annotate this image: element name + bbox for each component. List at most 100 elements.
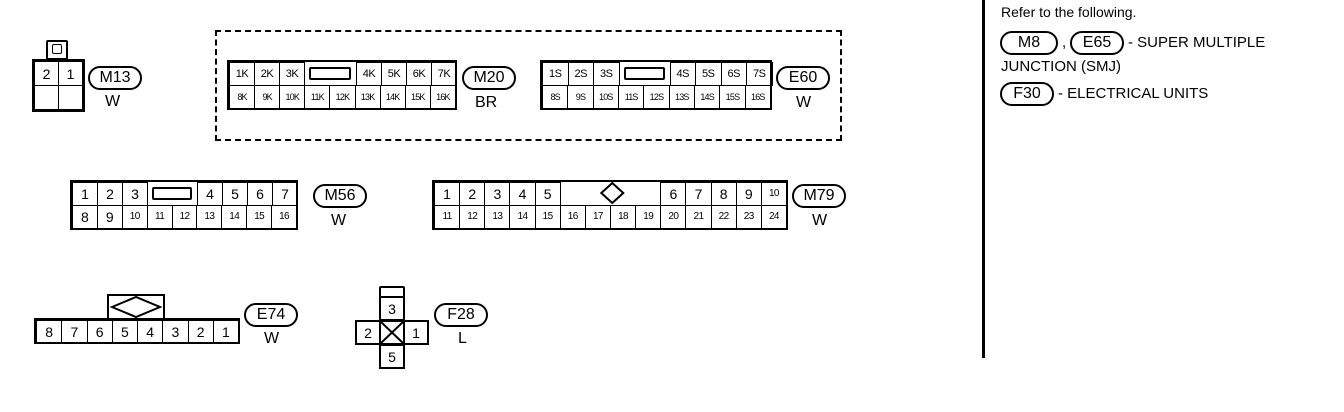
m20-id-badge: M20 bbox=[462, 66, 516, 90]
e60-pin: 16S bbox=[744, 85, 771, 109]
m79-pin: 13 bbox=[484, 205, 511, 229]
m56-pin: 1 bbox=[72, 182, 98, 206]
m20-pin: 4K bbox=[356, 62, 382, 86]
m56-pin: 10 bbox=[121, 205, 148, 229]
f28-pin-5: 5 bbox=[379, 344, 405, 369]
m20-pin: 12K bbox=[329, 85, 356, 109]
m79-pin: 5 bbox=[534, 182, 561, 206]
e60-lock bbox=[623, 67, 665, 80]
e74-pin: 6 bbox=[86, 320, 113, 343]
e74-pin: 8 bbox=[36, 320, 63, 343]
m13-pin-1: 1 bbox=[58, 61, 83, 86]
f28-pin-3: 3 bbox=[379, 296, 405, 321]
e60-pin: 12S bbox=[643, 85, 670, 109]
e60-pin: 1S bbox=[542, 62, 569, 86]
e74-color: W bbox=[264, 330, 280, 347]
m79-pin: 8 bbox=[710, 182, 737, 206]
m56-lock bbox=[152, 187, 192, 200]
m20-pin: 6K bbox=[406, 62, 432, 86]
f28-id-badge: F28 bbox=[434, 303, 488, 327]
m20-pin: 10K bbox=[279, 85, 306, 109]
f28-center-x bbox=[379, 320, 405, 345]
e60-pin: 4S bbox=[669, 62, 696, 86]
m79-pin: 10 bbox=[760, 182, 787, 206]
e74-lock-diamond bbox=[107, 294, 165, 320]
notes-ref-f30: F30 bbox=[1000, 82, 1054, 106]
m79-pin: 16 bbox=[559, 205, 586, 229]
m79-pin: 22 bbox=[710, 205, 737, 229]
m56-pin: 8 bbox=[72, 205, 98, 229]
m56-pin: 4 bbox=[197, 182, 223, 206]
e60-id-badge: E60 bbox=[776, 66, 830, 90]
m56-pin: 15 bbox=[246, 205, 273, 229]
m79-pin: 3 bbox=[484, 182, 511, 206]
e74-pin: 3 bbox=[162, 320, 189, 343]
m56-id-badge: M56 bbox=[313, 184, 367, 208]
e74-pin: 4 bbox=[137, 320, 164, 343]
m13-color: W bbox=[105, 93, 121, 110]
m56-pin: 9 bbox=[96, 205, 123, 229]
notes-divider bbox=[982, 0, 985, 358]
m79-pin: 6 bbox=[660, 182, 687, 206]
e60-pin: 9S bbox=[567, 85, 594, 109]
e60-pin: 7S bbox=[746, 62, 773, 86]
f28-pin-1: 1 bbox=[403, 320, 429, 345]
m20-pin: 2K bbox=[254, 62, 280, 86]
m13-lock-inner bbox=[52, 44, 62, 54]
e60-pin: 11S bbox=[618, 85, 645, 109]
m56-pin: 16 bbox=[271, 205, 297, 229]
m56-pin: 13 bbox=[196, 205, 223, 229]
m13-id-badge: M13 bbox=[88, 66, 142, 90]
m79-pin: 7 bbox=[685, 182, 712, 206]
m56-color: W bbox=[331, 212, 347, 229]
m56-pin: 11 bbox=[146, 205, 173, 229]
dashed-group-box bbox=[215, 30, 842, 141]
m79-pin: 11 bbox=[434, 205, 461, 229]
e74-pin: 1 bbox=[212, 320, 239, 343]
m20-pin: 15K bbox=[404, 85, 431, 109]
notes-smj-text: - SUPER MULTIPLE bbox=[1128, 34, 1266, 51]
m13-pin-empty bbox=[34, 85, 59, 110]
m13-pin-empty bbox=[58, 85, 83, 110]
m79-pin: 14 bbox=[509, 205, 536, 229]
m56-pin: 14 bbox=[221, 205, 248, 229]
e74-pin: 5 bbox=[111, 320, 138, 343]
e60-pin: 13S bbox=[668, 85, 695, 109]
f28-color: L bbox=[458, 330, 467, 347]
e74-pin: 7 bbox=[61, 320, 88, 343]
m79-pin: 4 bbox=[509, 182, 536, 206]
m20-pin: 3K bbox=[279, 62, 305, 86]
e60-pin: 2S bbox=[567, 62, 594, 86]
e60-pin: 5S bbox=[695, 62, 722, 86]
f28-pin-2: 2 bbox=[355, 320, 381, 345]
e60-pin: 14S bbox=[694, 85, 721, 109]
m20-pin: 14K bbox=[379, 85, 406, 109]
e60-pin: 10S bbox=[592, 85, 619, 109]
m20-pin: 13K bbox=[354, 85, 381, 109]
notes-refer: Refer to the following. bbox=[1001, 4, 1137, 20]
notes-ref-e65: E65 bbox=[1070, 31, 1124, 55]
notes-ref-m8: M8 bbox=[1000, 31, 1058, 55]
m56-pin: 3 bbox=[122, 182, 148, 206]
m20-pin: 5K bbox=[381, 62, 407, 86]
notes-smj-text-2: JUNCTION (SMJ) bbox=[1001, 58, 1121, 75]
m79-color: W bbox=[812, 212, 828, 229]
m56-pin: 12 bbox=[171, 205, 198, 229]
m79-pin: 24 bbox=[760, 205, 787, 229]
m79-pin: 18 bbox=[610, 205, 637, 229]
m79-pin: 20 bbox=[660, 205, 687, 229]
m20-pin: 11K bbox=[304, 85, 331, 109]
m79-pin: 12 bbox=[459, 205, 486, 229]
m56-pin: 5 bbox=[222, 182, 248, 206]
m13-grid: 2 1 bbox=[32, 59, 85, 112]
m20-lock bbox=[309, 67, 351, 80]
m79-pin: 23 bbox=[735, 205, 762, 229]
e60-pin: 3S bbox=[593, 62, 620, 86]
m79-pin: 2 bbox=[459, 182, 486, 206]
m79-pin: 17 bbox=[584, 205, 611, 229]
